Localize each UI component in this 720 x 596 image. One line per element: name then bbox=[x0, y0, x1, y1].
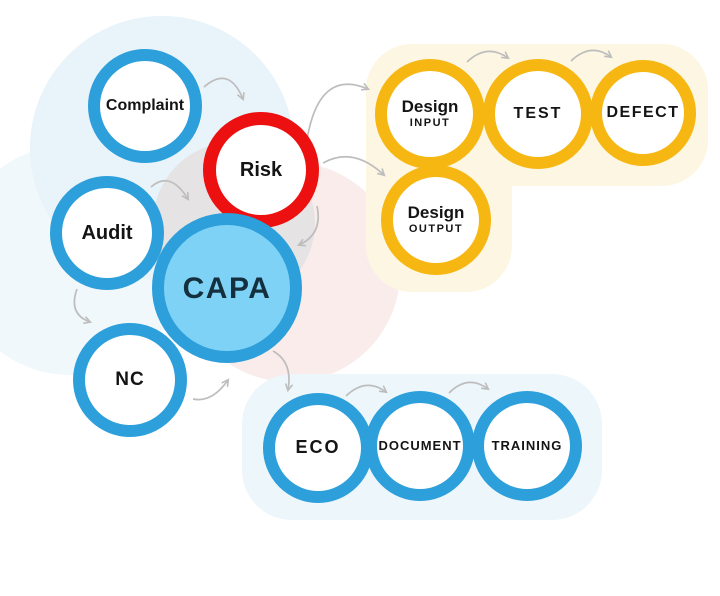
node-training-label: TRAINING bbox=[491, 437, 563, 453]
node-design-input-sublabel: INPUT bbox=[409, 116, 451, 129]
arrow-risk-to-capa bbox=[299, 205, 319, 245]
node-nc-label: NC bbox=[115, 368, 145, 390]
node-eco-label: ECO bbox=[295, 437, 341, 458]
node-design-output-label: Design bbox=[407, 203, 465, 223]
arrow-complaint-to-risk bbox=[203, 77, 243, 99]
node-design-input-label: Design bbox=[401, 97, 459, 117]
node-nc: NC bbox=[73, 323, 187, 437]
node-complaint-label: Complaint bbox=[105, 97, 185, 115]
node-risk: Risk bbox=[203, 112, 319, 228]
arrow-audit-to-nc bbox=[73, 288, 90, 322]
node-design-output: Design OUTPUT bbox=[381, 165, 491, 275]
arrow-test-to-defect bbox=[570, 49, 611, 62]
node-test-label: TEST bbox=[513, 105, 563, 123]
arrow-document-to-training bbox=[448, 381, 488, 394]
node-capa-label: CAPA bbox=[182, 271, 272, 305]
arrow-nc-to-capa bbox=[192, 380, 228, 401]
node-defect-label: DEFECT bbox=[606, 104, 680, 122]
node-design-output-sublabel: OUTPUT bbox=[408, 222, 464, 235]
node-audit: Audit bbox=[50, 176, 164, 290]
arrow-design-input-to-test bbox=[466, 50, 508, 63]
node-document: DOCUMENT bbox=[365, 391, 475, 501]
arrow-capa-to-eco bbox=[272, 350, 289, 390]
arrow-risk-to-design-input bbox=[305, 84, 368, 147]
node-test: TEST bbox=[483, 59, 593, 169]
node-audit-label: Audit bbox=[81, 222, 133, 244]
arrow-risk-to-design-output bbox=[322, 155, 384, 175]
node-complaint: Complaint bbox=[88, 49, 202, 163]
node-design-input: Design INPUT bbox=[375, 59, 485, 169]
node-training: TRAINING bbox=[472, 391, 582, 501]
arrow-audit-to-capa bbox=[150, 179, 188, 199]
node-eco: ECO bbox=[263, 393, 373, 503]
node-capa: CAPA bbox=[152, 213, 302, 363]
node-document-label: DOCUMENT bbox=[378, 437, 462, 453]
arrow-eco-to-document bbox=[345, 384, 386, 397]
node-defect: DEFECT bbox=[590, 60, 696, 166]
node-risk-label: Risk bbox=[239, 159, 283, 181]
